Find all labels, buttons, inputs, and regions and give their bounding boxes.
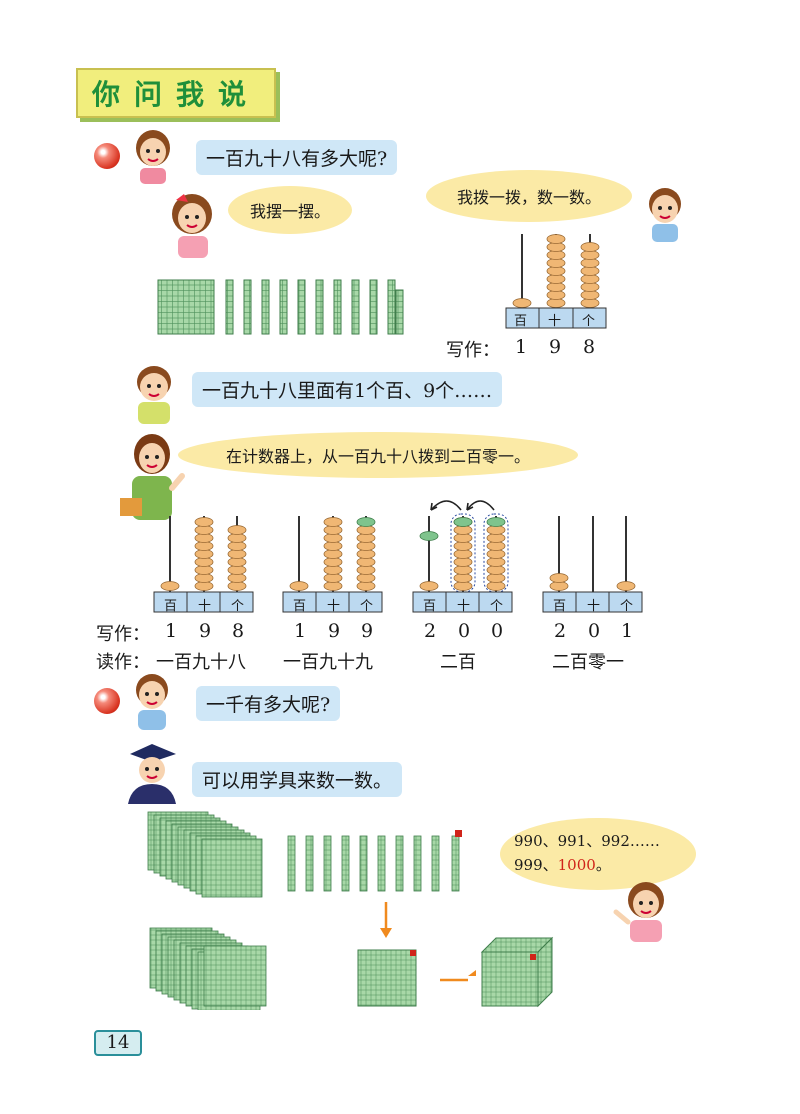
- c4-label-tens: 十: [587, 599, 601, 614]
- c1-label-tens: 十: [198, 599, 212, 614]
- boy3-avatar: [136, 674, 168, 730]
- counter-201: [542, 516, 643, 613]
- c1-digit-t: 9: [199, 620, 212, 642]
- count-line-2-prefix: 999、: [514, 856, 558, 874]
- counters-row: [153, 500, 643, 613]
- top-write-label: 写作：: [446, 340, 500, 361]
- counter-top-label-tens: 十: [548, 314, 562, 329]
- boy2-avatar: [137, 366, 171, 424]
- c4-label-hundreds: 百: [553, 599, 567, 614]
- boy-avatar: [649, 188, 681, 242]
- c1-label-ones: 个: [231, 599, 245, 614]
- question-bubble-2: 一千有多大呢?: [196, 686, 341, 721]
- c2-digit-o: 9: [361, 620, 374, 642]
- c3-digit-h: 2: [424, 620, 437, 642]
- doctor-avatar: [128, 744, 176, 804]
- write-label: 写作：: [96, 624, 150, 645]
- boy2-bubble: 一百九十八里面有1个百、9个……: [192, 372, 503, 407]
- girl2-avatar: [613, 882, 664, 942]
- c3-label-tens: 十: [457, 599, 471, 614]
- counter-top-label-hundreds: 百: [514, 314, 528, 329]
- c2-label-ones: 个: [360, 599, 374, 614]
- c3-label-hundreds: 百: [423, 599, 437, 614]
- c4-reading: 二百零一: [552, 652, 624, 673]
- top-digit-hundreds: 1: [515, 336, 528, 358]
- girl-avatar: [136, 130, 170, 184]
- doctor-bubble: 可以用学具来数一数。: [192, 762, 403, 797]
- top-digit-ones: 8: [583, 336, 596, 358]
- red-ball-icon: [94, 143, 120, 169]
- counter-199: [282, 516, 383, 613]
- count-line-2: 999、1000。: [514, 854, 611, 875]
- count-highlight-1000: 1000: [557, 856, 596, 874]
- counter-200: [412, 500, 513, 613]
- c1-digit-h: 1: [165, 620, 178, 642]
- counter-198: [153, 516, 254, 613]
- c2-digit-t: 9: [328, 620, 341, 642]
- c2-reading: 一百九十九: [283, 652, 373, 673]
- count-line-2-suffix: 。: [595, 856, 611, 874]
- c1-label-hundreds: 百: [164, 599, 178, 614]
- c4-digit-o: 1: [621, 620, 634, 642]
- c3-digit-o: 0: [491, 620, 504, 642]
- teacher-avatar: [120, 434, 185, 520]
- c3-label-ones: 个: [490, 599, 504, 614]
- boy-bubble: 我拨一拨，数一数。: [426, 170, 632, 222]
- c2-label-hundreds: 百: [293, 599, 307, 614]
- count-line-1: 990、991、992……: [514, 832, 660, 850]
- girl-bubble: 我摆一摆。: [228, 186, 352, 234]
- c2-label-tens: 十: [327, 599, 341, 614]
- thousand-blocks: [147, 811, 468, 1010]
- page-number: 14: [94, 1030, 142, 1056]
- top-digit-tens: 9: [549, 336, 562, 358]
- counter-top-label-ones: 个: [582, 314, 596, 329]
- c3-reading: 二百: [440, 652, 476, 673]
- c4-label-ones: 个: [620, 599, 634, 614]
- read-label: 读作：: [96, 652, 150, 673]
- girl-placing-avatar: [172, 194, 212, 258]
- c1-digit-o: 8: [232, 620, 245, 642]
- counter-top-198: [505, 234, 607, 329]
- c1-reading: 一百九十八: [156, 652, 246, 673]
- thousand-cube: [468, 936, 554, 1008]
- teacher-bubble: 在计数器上，从一百九十八拨到二百零一。: [178, 432, 578, 478]
- red-ball-icon-2: [94, 688, 120, 714]
- c3-digit-t: 0: [458, 620, 471, 642]
- section-title: 你问我说: [76, 68, 276, 118]
- place-value-blocks-198: [157, 279, 404, 335]
- c2-digit-h: 1: [294, 620, 307, 642]
- question-bubble-1: 一百九十八有多大呢?: [196, 140, 398, 175]
- c4-digit-h: 2: [554, 620, 567, 642]
- c4-digit-t: 0: [588, 620, 601, 642]
- counting-bubble: [500, 818, 696, 890]
